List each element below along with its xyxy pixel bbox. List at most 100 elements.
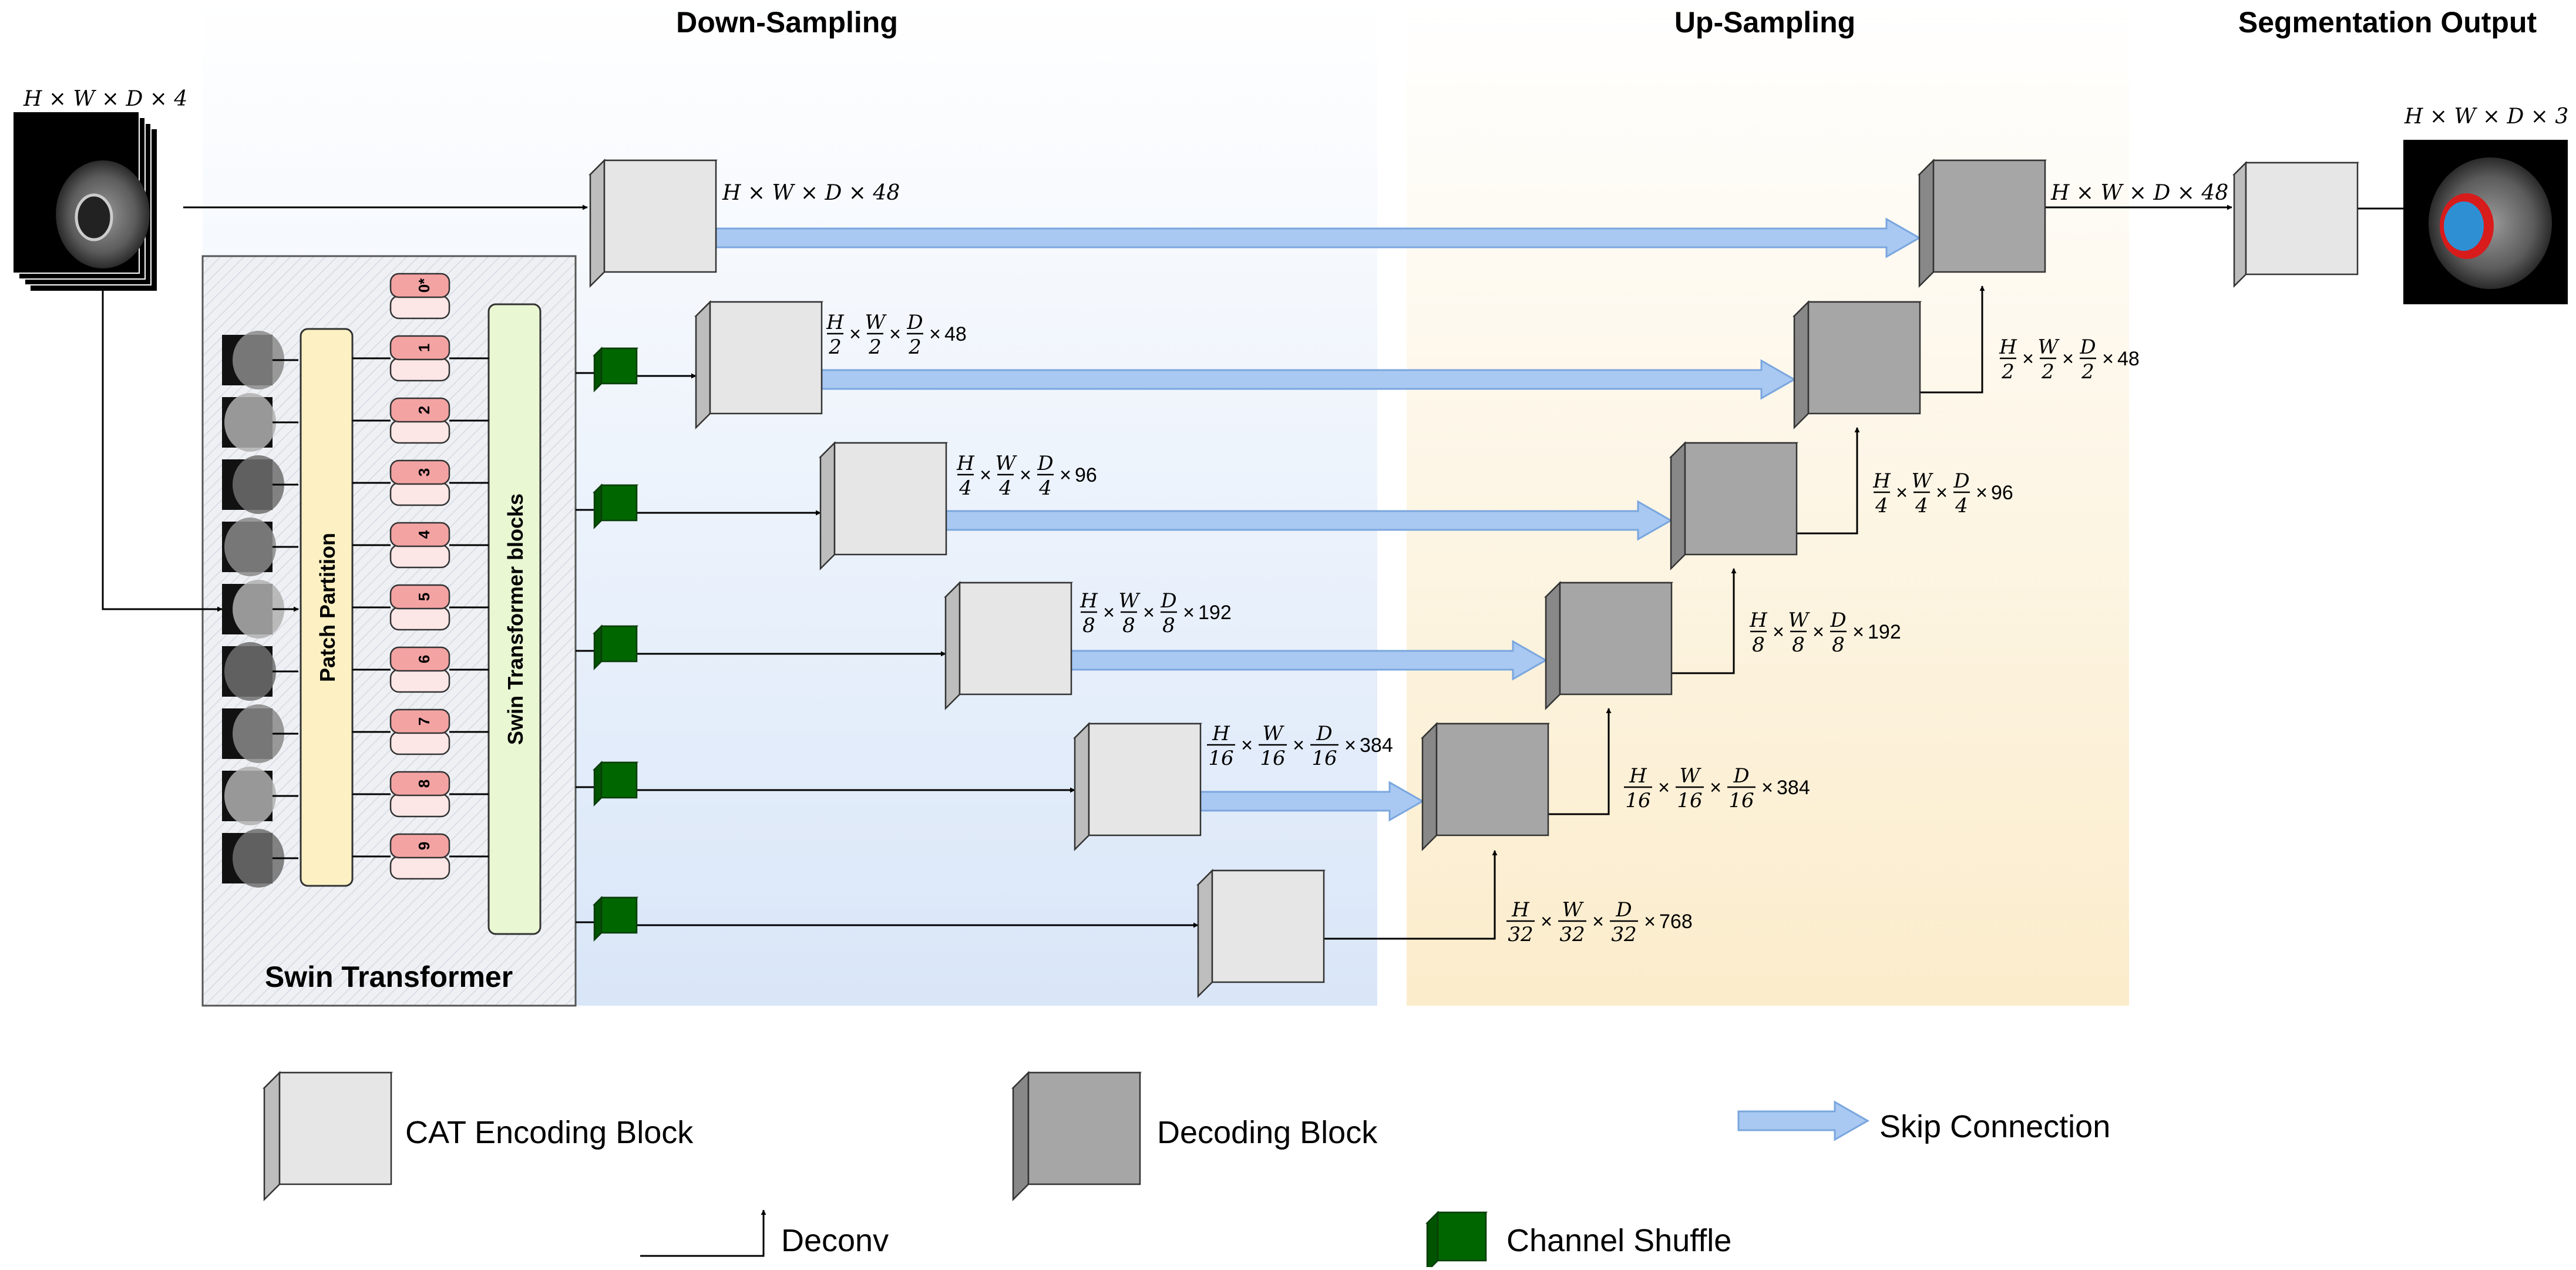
token-9: 9: [389, 833, 450, 880]
dim-numerator: W: [1680, 764, 1702, 788]
decoder-dim-3: H8×W8×D8×192: [1749, 609, 1901, 657]
skip-arrow-2: [945, 500, 1673, 541]
skip-arrow-4: [1199, 781, 1425, 822]
dim-numerator: D: [1615, 898, 1632, 922]
skip-connections: [715, 217, 1922, 822]
dim-channels: 192: [1868, 621, 1901, 643]
dim-channels: 384: [1360, 734, 1393, 757]
dim-times: ×: [1592, 910, 1604, 933]
output-head: [2232, 160, 2360, 288]
dim-times: ×: [1060, 464, 1071, 486]
token-6: 6: [389, 646, 450, 693]
encoder-block-2: [818, 441, 949, 571]
legend-shuffle-box: [1425, 1210, 1488, 1270]
token-3: 3: [389, 459, 450, 506]
dim-denominator: 8: [1792, 633, 1805, 657]
dim-denominator: 16: [1728, 789, 1754, 812]
dim-times: ×: [1183, 602, 1195, 624]
dim-times: ×: [1852, 621, 1864, 643]
dim-times: ×: [849, 323, 861, 345]
input-dim-label: H × W × D × 4: [23, 87, 187, 111]
decoder-block-0: [1917, 158, 2047, 288]
deconv-line-4: [1548, 708, 1612, 815]
encoder-dim-2: H4×W4×D4×96: [956, 452, 1097, 500]
input-mri-stack: [12, 111, 157, 291]
dim-numerator: W: [1788, 609, 1811, 632]
dim-denominator: 32: [1611, 923, 1636, 946]
token-label: 5: [415, 593, 433, 601]
token-7: 7: [389, 708, 450, 755]
deconv-line-5: [1324, 850, 1498, 940]
encoder-block-5: [1196, 868, 1326, 999]
legend: CAT Encoding Block Decoding Block Skip C…: [262, 1070, 2110, 1270]
decoder-block-2: [1669, 441, 1799, 571]
dim-numerator: D: [1316, 722, 1332, 745]
decoder-dim-0: H × W × D × 48: [2050, 181, 2228, 205]
dim-denominator: 16: [1311, 747, 1337, 770]
decoder-block-3: [1543, 580, 1674, 711]
dim-channels: 96: [1991, 482, 2013, 504]
dim-times: ×: [1812, 621, 1824, 643]
dim-denominator: 2: [908, 335, 922, 359]
output-segmentation-image: [2403, 140, 2568, 304]
dim-times: ×: [1761, 777, 1773, 799]
patch-partition-label: Patch Partition: [315, 533, 339, 682]
legend-skip-label: Skip Connection: [1879, 1109, 2110, 1144]
dim-denominator: 2: [868, 335, 882, 359]
dim-denominator: 8: [1832, 633, 1845, 657]
dim-times: ×: [1344, 734, 1356, 757]
dim-denominator: 16: [1260, 747, 1285, 770]
dim-denominator: 2: [2041, 360, 2054, 384]
dim-denominator: 32: [1559, 923, 1585, 946]
dim-denominator: 32: [1508, 923, 1533, 946]
dim-numerator: H: [956, 452, 975, 475]
output-conv-block: [2232, 160, 2360, 288]
dim-times: ×: [1103, 602, 1115, 624]
token-label: 2: [415, 406, 433, 414]
dim-numerator: W: [996, 452, 1018, 475]
token-label: 1: [415, 344, 433, 352]
encoder-block-0: [588, 158, 718, 288]
channel-shuffle-box: [592, 624, 639, 671]
token-8: 8: [389, 771, 450, 818]
dim-times: ×: [1541, 910, 1552, 933]
channel-shuffle-box: [592, 760, 639, 807]
dim-numerator: D: [1160, 589, 1176, 613]
token-2: 2: [389, 397, 450, 444]
encoder-dim-3: H8×W8×D8×192: [1080, 589, 1232, 637]
dim-denominator: 4: [1038, 476, 1052, 500]
decoder-dim-5: H32×W32×D32×768: [1506, 898, 1693, 946]
header-segmentation-output: Segmentation Output: [2238, 6, 2537, 39]
encoder-dim-4: H16×W16×D16×384: [1207, 722, 1393, 770]
dim-numerator: W: [1562, 898, 1585, 922]
dim-times: ×: [1293, 734, 1304, 757]
skip-arrow-3: [1070, 640, 1548, 681]
decoder-dim-1: H2×W2×D2×48: [1999, 335, 2140, 384]
legend-deconv-label: Deconv: [781, 1223, 889, 1258]
dim-times: ×: [1710, 777, 1721, 799]
encoder-block-3: [943, 580, 1074, 711]
dim-numerator: H: [1511, 898, 1530, 922]
patch-texture: [233, 455, 284, 514]
dim-numerator: H: [1080, 589, 1098, 613]
deconv-line-1: [1920, 285, 1985, 394]
dim-numerator: W: [1119, 589, 1141, 613]
dim-numerator: H: [1212, 722, 1230, 745]
dim-channels: 96: [1075, 464, 1097, 486]
connector-lines: [102, 204, 2403, 940]
dim-channels: 768: [1659, 910, 1693, 933]
dim-times: ×: [1773, 621, 1784, 643]
deconv-line-3: [1672, 568, 1737, 674]
swin-blocks-bar: [487, 303, 542, 935]
dim-channels: 384: [1777, 777, 1810, 799]
channel-shuffle-box: [592, 895, 639, 942]
dim-denominator: 4: [1955, 494, 1968, 518]
dim-numerator: H: [1749, 609, 1768, 632]
dim-times: ×: [1936, 482, 1948, 504]
dim-denominator: 4: [959, 476, 972, 500]
token-label: 0*: [415, 278, 433, 293]
legend-deconv-arrow: [640, 1209, 766, 1257]
channel-shuffle-column: [592, 346, 639, 942]
decoder-block-4: [1420, 721, 1551, 852]
